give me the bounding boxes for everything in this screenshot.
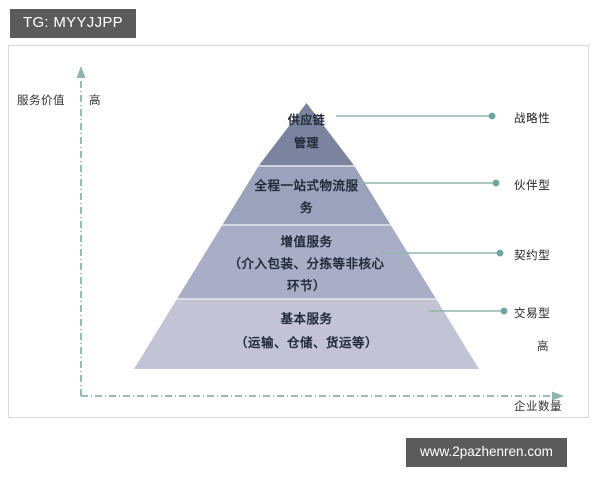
callout-dot-partner	[492, 179, 500, 187]
callout-dot-transactional	[500, 307, 508, 315]
callout-dot-strategic	[488, 112, 496, 120]
x-axis-title: 企业数量	[514, 399, 562, 413]
callout-label-transactional: 交易型	[514, 306, 551, 320]
callout-label-contractual: 契约型	[514, 248, 551, 262]
pyramid-tier-apex	[258, 103, 355, 166]
site-watermark: www.2pazhenren.com	[406, 438, 567, 467]
tg-badge: TG: MYYJJPP	[10, 9, 136, 38]
y-axis-title: 服务价值	[17, 93, 65, 107]
pyramid-chart: 供应链 管理 全程一站式物流服 务 增值服务 （介入包装、分拣等非核心 环节） …	[134, 103, 479, 369]
callout-label-partner: 伙伴型	[514, 178, 551, 192]
pyramid-tier-base	[134, 299, 479, 369]
y-axis-arrow	[76, 66, 86, 78]
pyramid-tier-lower-middle	[176, 225, 437, 299]
pyramid-tier-upper-middle	[222, 166, 391, 225]
diagram-canvas: 服务价值 高 企业数量 高 供应链 管理 全程一站式物流服 务	[8, 45, 589, 418]
callout-dot-contractual	[496, 249, 504, 257]
x-axis-high-label: 高	[537, 339, 549, 353]
y-axis-high-label: 高	[89, 93, 101, 107]
callout-label-strategic: 战略性	[514, 111, 551, 125]
